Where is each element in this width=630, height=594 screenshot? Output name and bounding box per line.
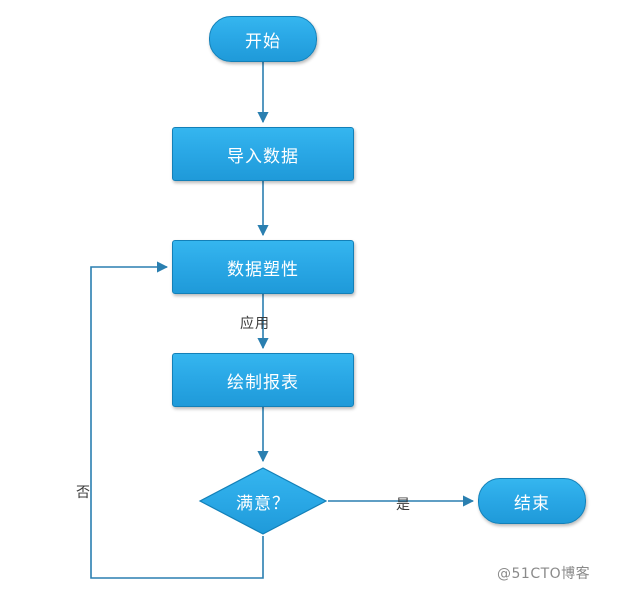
edge-label-apply: 应用	[240, 316, 270, 332]
node-import-data-label: 导入数据	[227, 146, 299, 167]
node-draw-report[interactable]: 绘制报表	[172, 353, 354, 407]
node-start-label: 开始	[245, 31, 281, 52]
diamond-shape-icon	[198, 467, 328, 535]
node-data-shaping-label: 数据塑性	[227, 259, 299, 280]
watermark: @51CTO博客	[497, 566, 591, 582]
node-start[interactable]: 开始	[209, 16, 317, 62]
node-end[interactable]: 结束	[478, 478, 586, 524]
edge-label-yes: 是	[396, 497, 411, 513]
node-data-shaping[interactable]: 数据塑性	[172, 240, 354, 294]
node-import-data[interactable]: 导入数据	[172, 127, 354, 181]
node-draw-report-label: 绘制报表	[227, 372, 299, 393]
node-satisfied-decision[interactable]: 满意？	[198, 466, 328, 536]
node-satisfied-decision-label: 满意？	[236, 493, 290, 514]
node-end-label: 结束	[514, 493, 550, 514]
edge-label-no: 否	[76, 485, 91, 501]
